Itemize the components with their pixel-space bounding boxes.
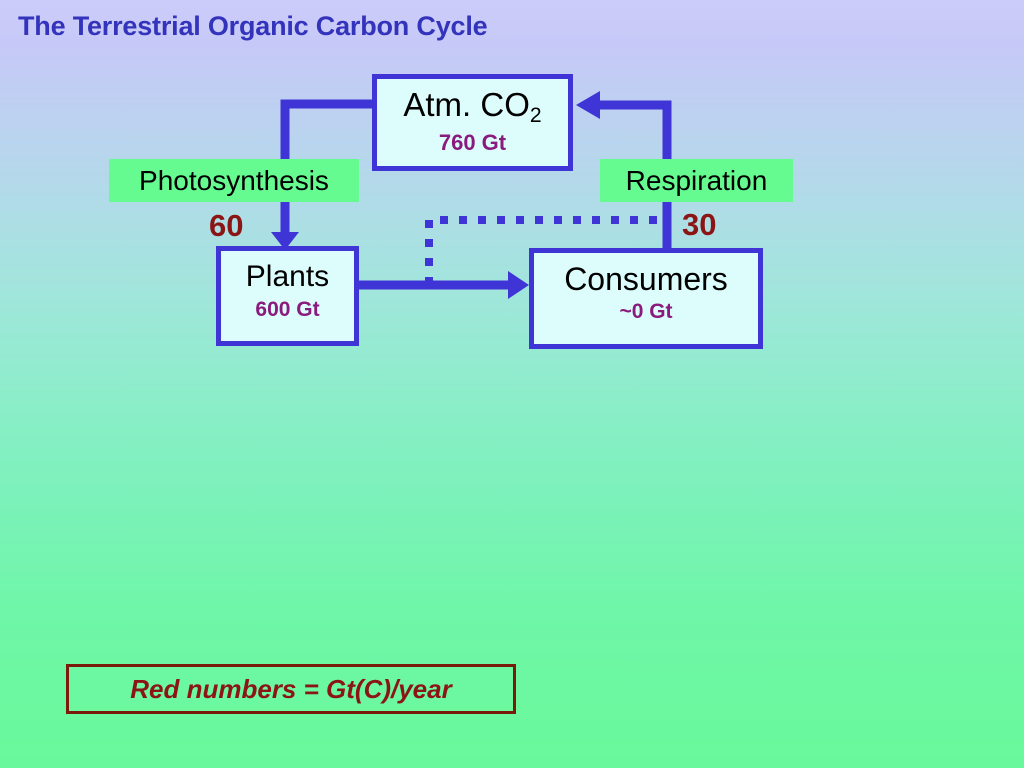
box-consumers-title: Consumers <box>564 261 728 297</box>
legend-box: Red numbers = Gt(C)/year <box>66 664 516 714</box>
box-atmospheric-co2-title: Atm. CO2 <box>377 86 568 127</box>
page-title: The Terrestrial Organic Carbon Cycle <box>18 11 488 41</box>
box-atmospheric-co2-title-text: Atm. CO <box>403 86 530 123</box>
legend-text: Red numbers = Gt(C)/year <box>130 674 452 704</box>
box-plants[interactable]: Plants 600 Gt <box>216 246 359 346</box>
box-atmospheric-co2-subscript: 2 <box>529 103 542 127</box>
box-plants-title: Plants <box>245 260 330 293</box>
flux-value-respiration: 30 <box>682 207 717 242</box>
box-atmospheric-co2[interactable]: Atm. CO2 760 Gt <box>372 74 573 171</box>
arrow-plants-to-consumers <box>359 271 529 299</box>
box-atmospheric-co2-amount: 760 Gt <box>438 130 507 156</box>
box-plants-amount: 600 Gt <box>255 297 320 321</box>
label-respiration: Respiration <box>600 159 793 202</box>
box-consumers-amount: ~0 Gt <box>619 299 673 323</box>
flux-value-photosynthesis: 60 <box>209 208 244 243</box>
box-consumers[interactable]: Consumers ~0 Gt <box>529 248 763 349</box>
label-photosynthesis: Photosynthesis <box>109 159 359 202</box>
